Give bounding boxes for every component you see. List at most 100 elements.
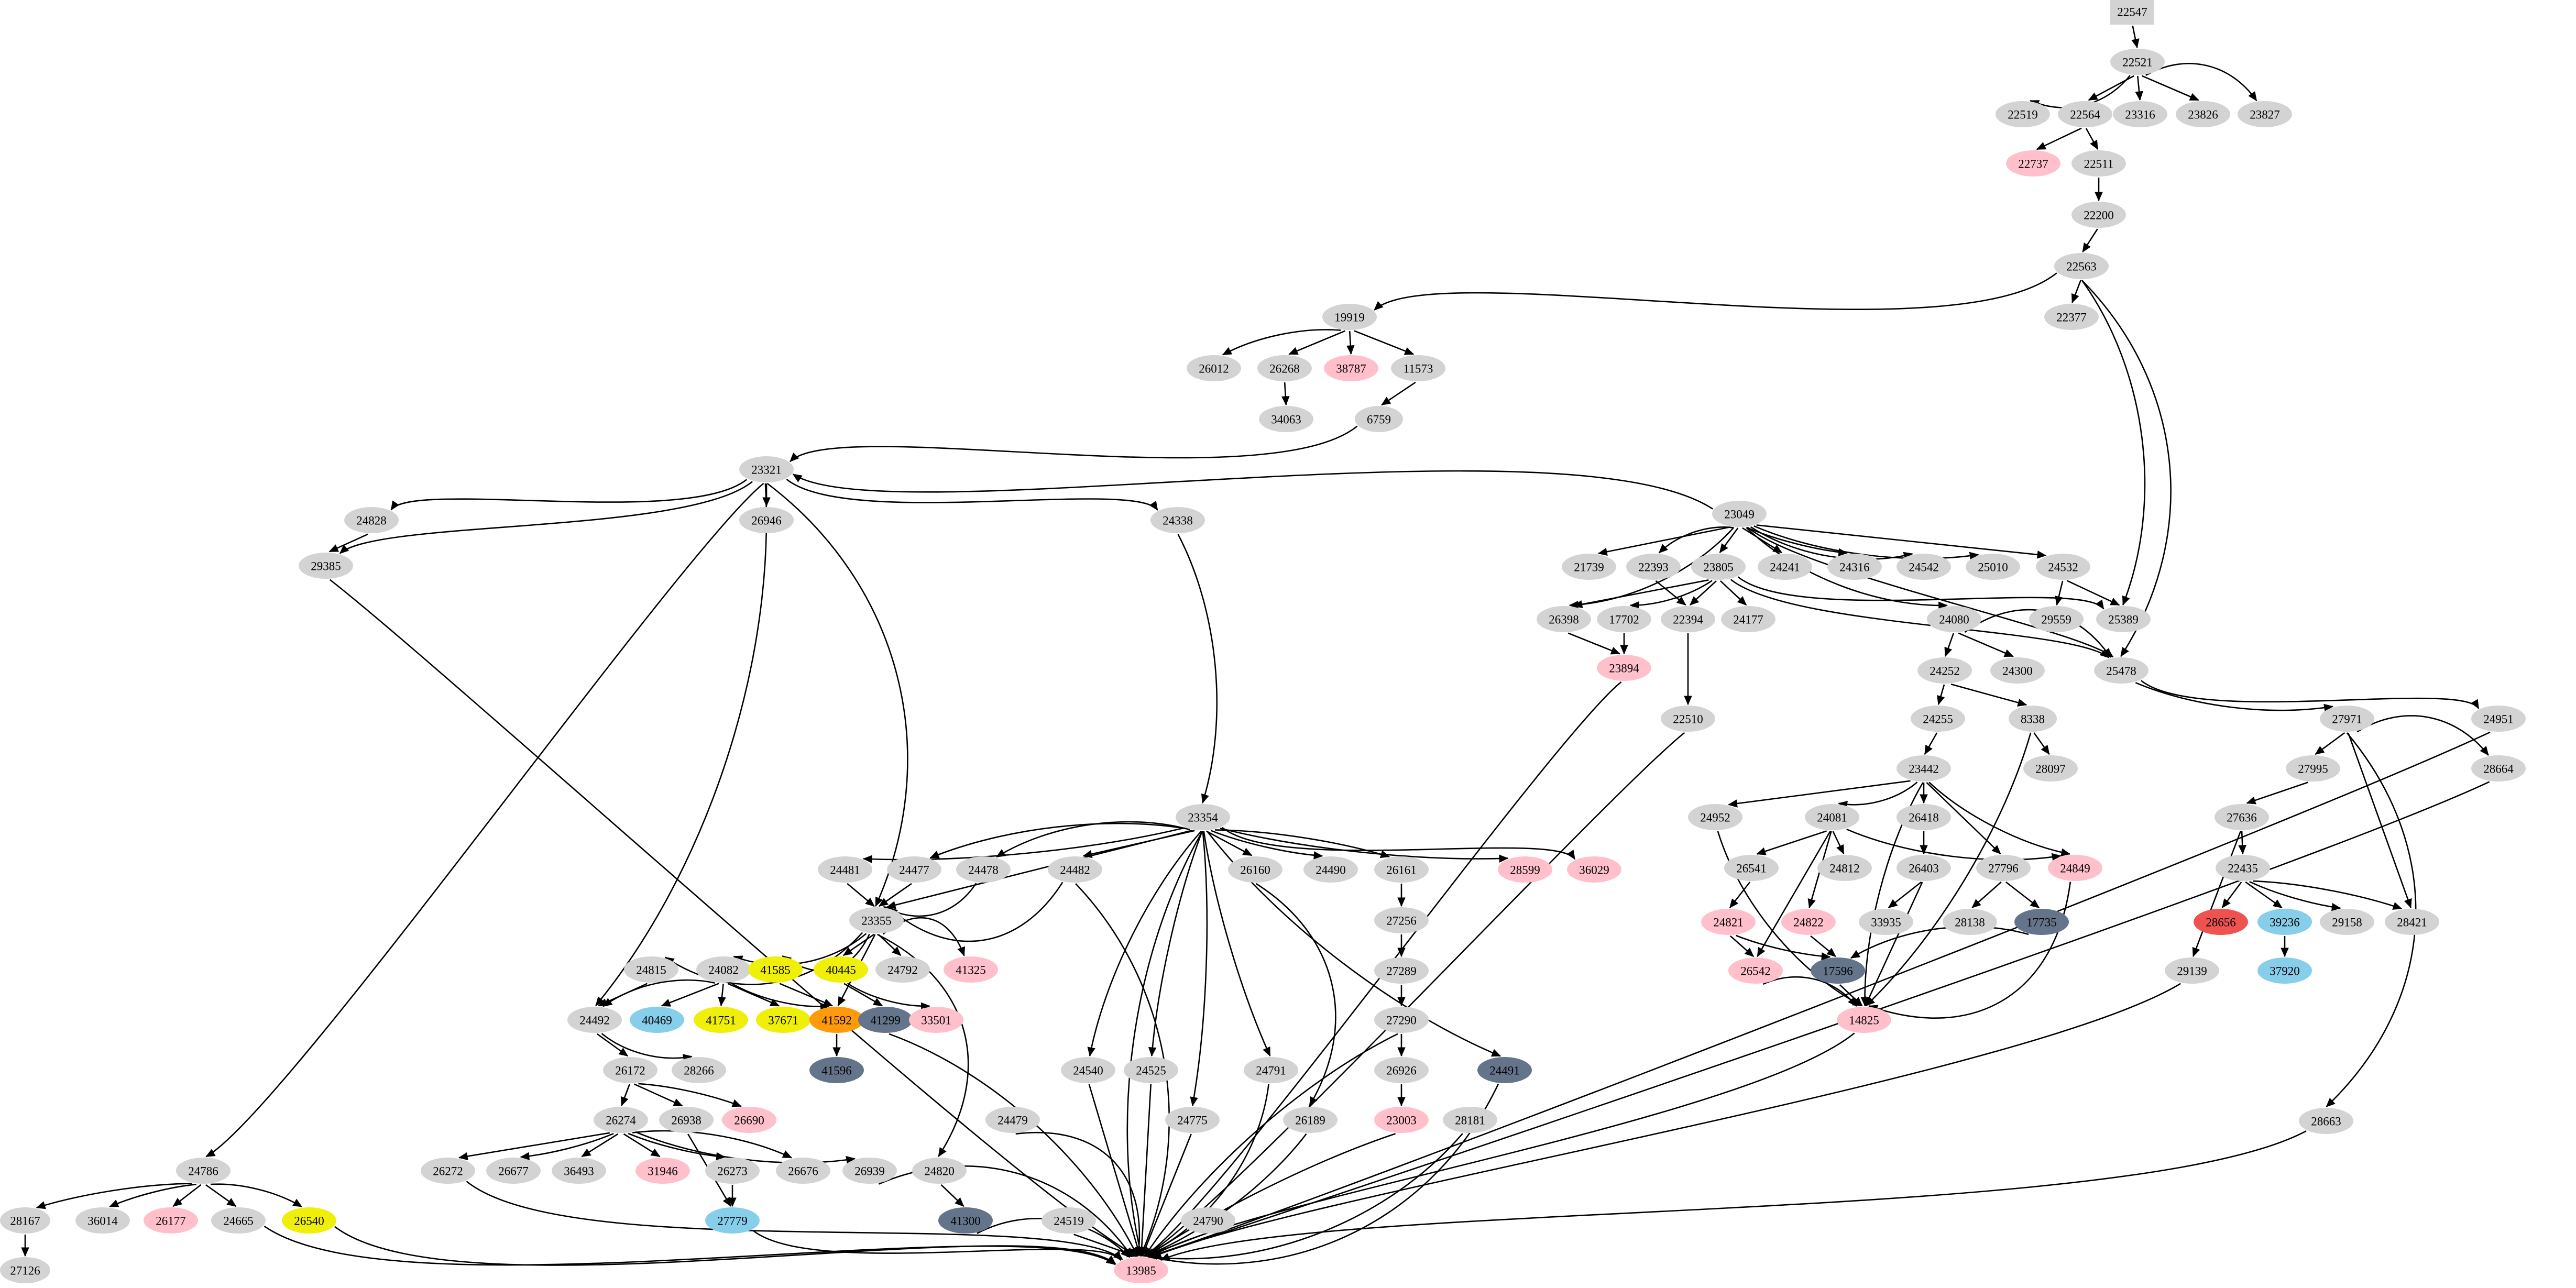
node-ellipse[interactable]: [282, 1207, 336, 1234]
graph-node-17596[interactable]: 17596: [1811, 957, 1865, 984]
graph-node-39236[interactable]: 39236: [2257, 909, 2312, 935]
node-ellipse[interactable]: [1042, 1207, 1096, 1234]
node-ellipse[interactable]: [1176, 804, 1230, 830]
node-ellipse[interactable]: [909, 1007, 963, 1033]
graph-node-21739[interactable]: 21739: [1562, 554, 1616, 580]
graph-node-27126[interactable]: 27126: [0, 1257, 50, 1283]
node-ellipse[interactable]: [809, 1007, 864, 1033]
node-ellipse[interactable]: [0, 1207, 50, 1234]
node-ellipse[interactable]: [2215, 804, 2269, 830]
node-ellipse[interactable]: [1917, 657, 1972, 684]
graph-node-23354[interactable]: 23354: [1176, 804, 1230, 830]
node-ellipse[interactable]: [2257, 909, 2312, 935]
graph-node-24490[interactable]: 24490: [1303, 856, 1358, 883]
node-ellipse[interactable]: [2286, 755, 2340, 781]
node-ellipse[interactable]: [1244, 1057, 1298, 1083]
node-ellipse[interactable]: [1661, 606, 1715, 632]
node-ellipse[interactable]: [1897, 554, 1951, 580]
graph-node-36014[interactable]: 36014: [75, 1207, 130, 1234]
graph-node-26268[interactable]: 26268: [1257, 355, 1312, 381]
node-ellipse[interactable]: [299, 553, 353, 579]
graph-node-28656[interactable]: 28656: [2194, 909, 2248, 935]
graph-node-26160[interactable]: 26160: [1228, 856, 1282, 883]
graph-node-24525[interactable]: 24525: [1124, 1057, 1178, 1083]
graph-node-28167[interactable]: 28167: [0, 1207, 50, 1234]
graph-node-24815[interactable]: 24815: [624, 956, 678, 983]
node-ellipse[interactable]: [552, 1158, 606, 1184]
graph-node-24482[interactable]: 24482: [1048, 856, 1102, 883]
graph-node-23049[interactable]: 23049: [1712, 501, 1767, 527]
graph-node-28097[interactable]: 28097: [2023, 755, 2078, 781]
node-ellipse[interactable]: [144, 1207, 198, 1234]
node-ellipse[interactable]: [1701, 909, 1756, 935]
graph-node-28181[interactable]: 28181: [1443, 1107, 1497, 1133]
graph-node-29158[interactable]: 29158: [2320, 909, 2374, 935]
node-ellipse[interactable]: [1811, 957, 1865, 984]
graph-node-11573[interactable]: 11573: [1391, 355, 1445, 381]
graph-node-22435[interactable]: 22435: [2216, 855, 2270, 881]
graph-node-41596[interactable]: 41596: [809, 1057, 864, 1083]
node-ellipse[interactable]: [1443, 1107, 1497, 1133]
node-ellipse[interactable]: [2029, 606, 2084, 632]
node-ellipse[interactable]: [2165, 957, 2219, 984]
graph-node-26938[interactable]: 26938: [659, 1107, 714, 1133]
node-ellipse[interactable]: [1322, 304, 1377, 330]
graph-node-22563[interactable]: 22563: [2054, 253, 2109, 279]
graph-node-28664[interactable]: 28664: [2471, 755, 2526, 781]
graph-node-23003[interactable]: 23003: [1374, 1107, 1429, 1133]
graph-node-23321[interactable]: 23321: [739, 456, 794, 482]
node-ellipse[interactable]: [705, 1207, 760, 1234]
node-ellipse[interactable]: [1728, 957, 1783, 984]
node-ellipse[interactable]: [705, 1158, 760, 1184]
graph-node-25389[interactable]: 25389: [2096, 606, 2151, 632]
node-ellipse[interactable]: [1374, 957, 1429, 984]
node-ellipse[interactable]: [1626, 554, 1681, 580]
node-ellipse[interactable]: [2320, 909, 2374, 935]
node-ellipse[interactable]: [842, 1158, 897, 1184]
node-ellipse[interactable]: [1374, 907, 1429, 933]
node-box[interactable]: [2110, 0, 2154, 25]
node-ellipse[interactable]: [2096, 606, 2151, 632]
graph-node-24790[interactable]: 24790: [1181, 1207, 1235, 1234]
graph-node-26690[interactable]: 26690: [722, 1107, 776, 1133]
node-ellipse[interactable]: [75, 1207, 130, 1234]
node-ellipse[interactable]: [1355, 406, 1403, 432]
node-ellipse[interactable]: [2216, 855, 2270, 881]
graph-node-41592[interactable]: 41592: [809, 1007, 864, 1033]
node-ellipse[interactable]: [2094, 657, 2149, 684]
graph-node-29385[interactable]: 29385: [299, 553, 353, 579]
node-ellipse[interactable]: [887, 856, 941, 883]
graph-node-27796[interactable]: 27796: [1976, 855, 2031, 881]
node-ellipse[interactable]: [2471, 706, 2526, 732]
node-ellipse[interactable]: [2110, 49, 2165, 75]
graph-node-41300[interactable]: 41300: [938, 1207, 993, 1234]
graph-node-22377[interactable]: 22377: [2044, 304, 2099, 330]
node-ellipse[interactable]: [1228, 856, 1282, 883]
node-ellipse[interactable]: [1661, 706, 1715, 732]
graph-node-36029[interactable]: 36029: [1567, 856, 1621, 883]
graph-node-6759[interactable]: 6759: [1355, 406, 1403, 432]
node-ellipse[interactable]: [1283, 1107, 1338, 1133]
graph-node-22519[interactable]: 22519: [1996, 101, 2050, 127]
graph-node-24481[interactable]: 24481: [818, 856, 872, 883]
node-ellipse[interactable]: [603, 1057, 657, 1083]
node-ellipse[interactable]: [1943, 909, 1997, 935]
graph-node-24542[interactable]: 24542: [1897, 554, 1951, 580]
graph-node-22510[interactable]: 22510: [1661, 706, 1715, 732]
node-ellipse[interactable]: [912, 1158, 967, 1184]
node-ellipse[interactable]: [1391, 355, 1445, 381]
node-ellipse[interactable]: [1996, 101, 2050, 127]
graph-node-26403[interactable]: 26403: [1897, 855, 1951, 881]
node-ellipse[interactable]: [1061, 1057, 1115, 1083]
graph-node-24255[interactable]: 24255: [1911, 706, 1965, 732]
node-ellipse[interactable]: [1259, 406, 1313, 432]
node-ellipse[interactable]: [944, 956, 998, 983]
graph-node-41585[interactable]: 41585: [748, 956, 803, 983]
node-ellipse[interactable]: [1911, 706, 1965, 732]
node-ellipse[interactable]: [814, 956, 868, 983]
node-ellipse[interactable]: [776, 1158, 830, 1184]
graph-node-24316[interactable]: 24316: [1827, 554, 1882, 580]
graph-node-19919[interactable]: 19919: [1322, 304, 1377, 330]
graph-node-27995[interactable]: 27995: [2286, 755, 2340, 781]
graph-node-33501[interactable]: 33501: [909, 1007, 963, 1033]
